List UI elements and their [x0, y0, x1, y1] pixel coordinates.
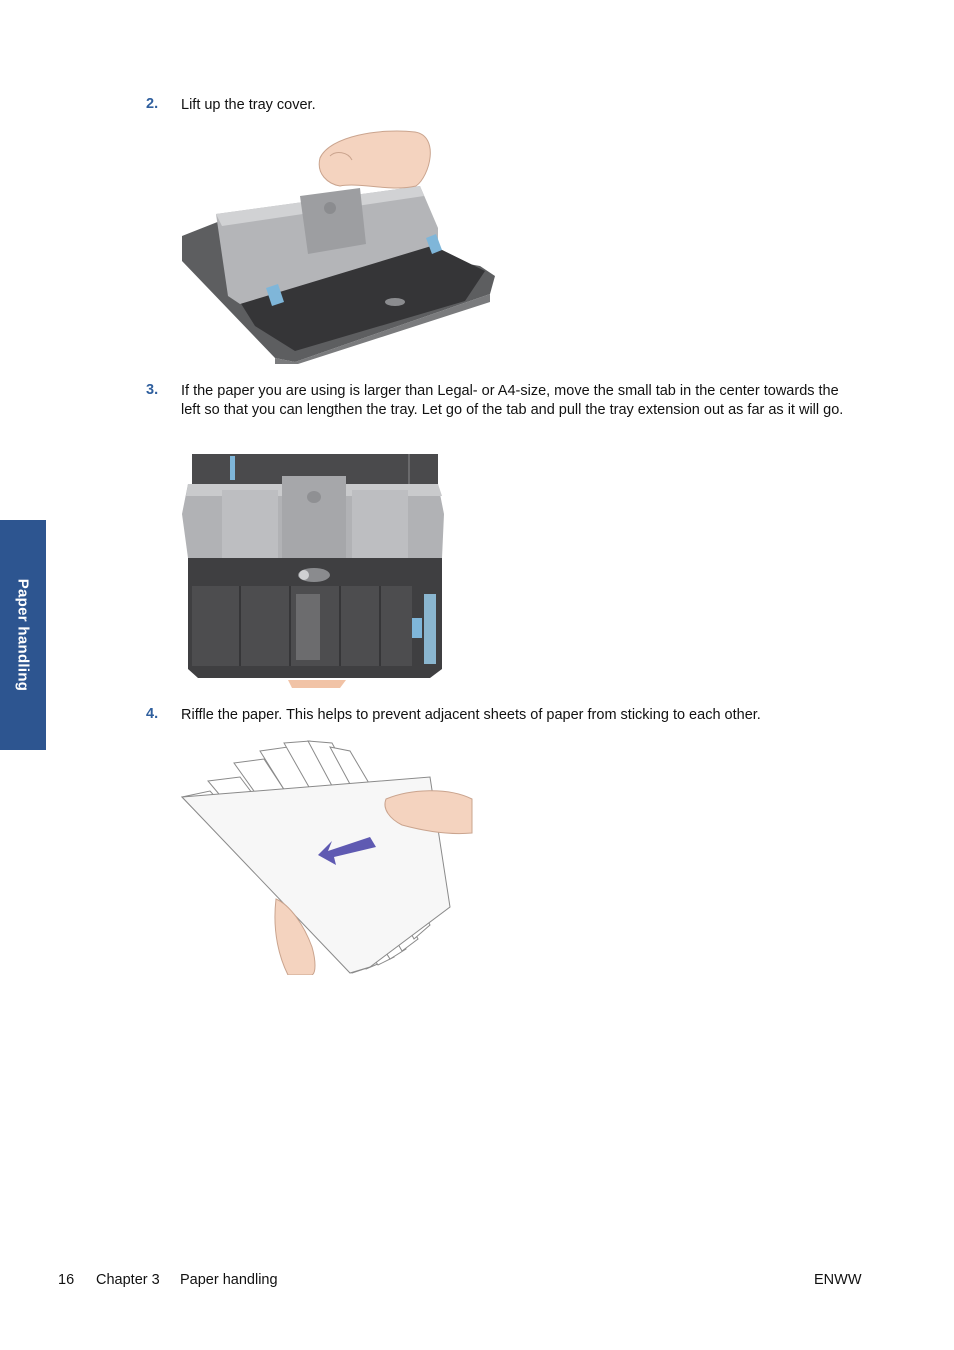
tray-cover-center-panel — [300, 188, 366, 254]
center-tab-knob — [299, 570, 309, 580]
chapter-side-tab-label: Paper handling — [14, 578, 32, 692]
chapter-side-tab — [0, 520, 46, 750]
tray-extension-illustration — [182, 454, 444, 688]
step-4-number: 4. — [146, 706, 159, 722]
footer-page-number: 16 — [58, 1272, 75, 1288]
side-scale — [424, 594, 436, 664]
step-3-text: If the paper you are using is larger tha… — [181, 383, 844, 418]
right-hand — [384, 790, 473, 834]
footer-chapter: Chapter 3 — [96, 1272, 160, 1288]
riffle-paper-illustration — [180, 737, 474, 975]
arrow-icon — [318, 837, 376, 865]
step-2-text: Lift up the tray cover. — [181, 97, 316, 113]
footer-right-label: ENWW — [814, 1272, 862, 1288]
front-sheet — [180, 776, 451, 974]
paper-guide-right — [426, 234, 442, 254]
step-4-text: Riffle the paper. This helps to prevent … — [181, 707, 761, 723]
tray-cover-center-panel — [282, 476, 346, 558]
tray-floor — [230, 244, 485, 351]
finger-hint — [288, 680, 346, 688]
tray-tab — [385, 298, 405, 306]
footer-section: Paper handling — [180, 1272, 278, 1288]
cover-center-hole — [324, 202, 336, 214]
step-2-number: 2. — [146, 96, 159, 112]
top-divider-line — [408, 454, 410, 484]
tray-extension-slot — [296, 594, 320, 660]
step-3-number: 3. — [146, 382, 159, 398]
left-hand — [274, 898, 316, 975]
cover-panel-right — [352, 490, 408, 558]
hand — [318, 130, 431, 189]
cover-panel-left — [222, 490, 278, 558]
top-guide-marker — [230, 456, 235, 480]
cover-center-hole — [307, 491, 321, 503]
side-guide — [412, 618, 422, 638]
tray-ridges — [239, 586, 381, 666]
hand-finger-line — [329, 152, 353, 161]
tray-cover-illustration — [182, 130, 495, 364]
paper-guide-left — [266, 284, 284, 306]
